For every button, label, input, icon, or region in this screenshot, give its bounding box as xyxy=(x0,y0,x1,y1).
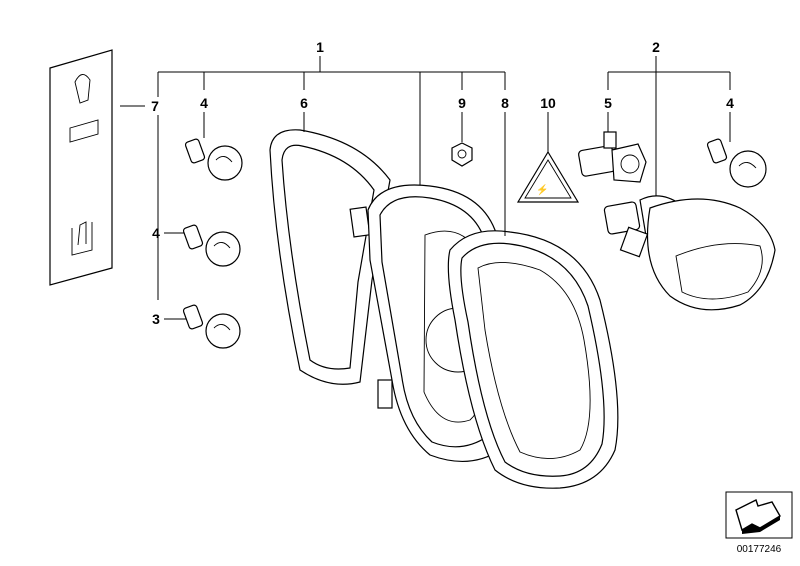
callout-5: 5 xyxy=(604,95,612,111)
bulb-4-upper-left xyxy=(184,138,243,181)
warning-triangle-icon: ⚡ xyxy=(536,183,548,196)
callout-4-upper: 4 xyxy=(200,95,208,111)
callout-10: 10 xyxy=(540,95,556,111)
callout-7: 7 xyxy=(151,98,159,114)
callout-4-middle: 4 xyxy=(152,225,160,241)
bmw-corner-arrow-icon xyxy=(725,491,793,539)
callout-9: 9 xyxy=(458,95,466,111)
side-indicator-2 xyxy=(603,195,776,311)
callout-2: 2 xyxy=(652,39,660,55)
leader-lines xyxy=(120,56,731,320)
callout-6: 6 xyxy=(300,95,308,111)
bulb-3-lower-left xyxy=(182,304,241,349)
reference-number: 00177246 xyxy=(737,544,782,555)
bulb-4-middle-left xyxy=(182,224,241,267)
warning-sticker-10: ⚡ xyxy=(516,150,580,203)
mounting-plate xyxy=(49,49,113,286)
callout-1: 1 xyxy=(316,39,324,55)
callout-4-right: 4 xyxy=(726,95,734,111)
bulb-4-right xyxy=(706,138,767,188)
callout-8: 8 xyxy=(501,95,509,111)
seal-frame-8 xyxy=(447,230,619,489)
nut-9 xyxy=(451,142,473,167)
callout-3: 3 xyxy=(152,311,160,327)
gasket-6 xyxy=(269,129,391,385)
bulb-socket-5 xyxy=(578,131,647,183)
